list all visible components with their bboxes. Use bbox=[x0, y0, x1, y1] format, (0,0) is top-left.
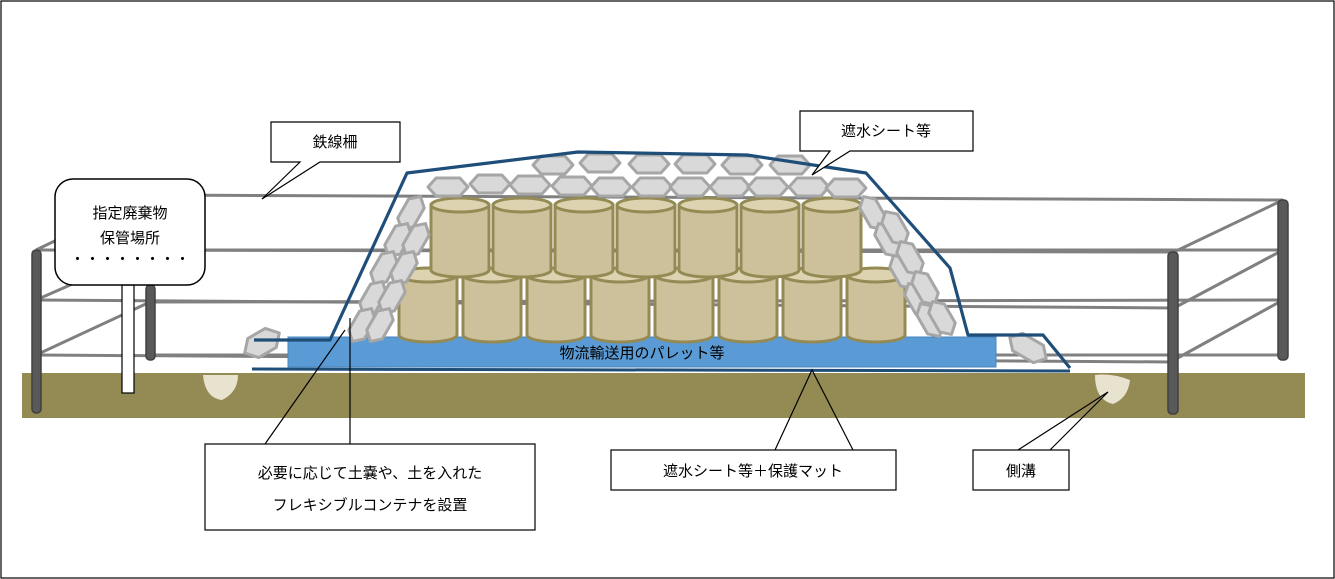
sandbag bbox=[578, 152, 622, 174]
sandbag bbox=[531, 154, 575, 176]
drum bbox=[589, 266, 651, 344]
callout-fence: 鉄線柵 bbox=[261, 121, 401, 200]
sign-text-line2: 保管場所 bbox=[100, 229, 160, 247]
drum bbox=[653, 266, 715, 344]
base-sheet-line bbox=[251, 367, 1071, 373]
callout-ditch-text: 側溝 bbox=[1006, 462, 1036, 480]
drum bbox=[461, 266, 523, 344]
callout-waterproof-text: 遮水シート等 bbox=[841, 122, 931, 140]
callout-waterproof-sheet: 遮水シート等 bbox=[799, 110, 974, 176]
sandbag bbox=[1008, 331, 1048, 365]
callout-sandbags-text1: 必要に応じて土嚢や、土を入れた bbox=[258, 464, 483, 482]
drum-stack bbox=[397, 196, 907, 344]
sandbag bbox=[401, 222, 431, 258]
sandbag bbox=[508, 174, 552, 196]
drum bbox=[677, 196, 739, 279]
sandbag bbox=[787, 176, 831, 198]
sandbag bbox=[243, 326, 281, 360]
drum bbox=[717, 266, 779, 344]
callout-fence-text: 鉄線柵 bbox=[312, 133, 357, 151]
callout-sandbags-text2: フレキシブルコンテナを設置 bbox=[273, 496, 468, 514]
sign-text-line3: ・・・・・・・・ bbox=[70, 250, 190, 268]
fence-posts bbox=[31, 199, 1289, 415]
ditch-left bbox=[203, 375, 238, 400]
callout-base-sheet-text: 遮水シート等＋保護マット bbox=[663, 462, 843, 480]
waterproof-cover bbox=[254, 150, 1072, 370]
sandbag bbox=[550, 175, 594, 197]
callout-sandbags: 必要に応じて土嚢や、土を入れた フレキシブルコンテナを設置 bbox=[204, 318, 536, 531]
sandbag bbox=[927, 300, 957, 336]
drum bbox=[491, 196, 553, 279]
drum bbox=[739, 196, 801, 279]
pallet-label: 物流輸送用のパレット等 bbox=[559, 344, 724, 362]
sign-post bbox=[121, 284, 135, 394]
sandbag bbox=[468, 173, 512, 195]
sandbag bbox=[426, 176, 470, 198]
sandbag bbox=[708, 176, 752, 198]
sign-text-line1: 指定廃棄物 bbox=[92, 204, 167, 222]
drum bbox=[781, 266, 843, 344]
sandbag bbox=[720, 154, 764, 176]
sandbag bbox=[627, 153, 671, 175]
drum bbox=[429, 196, 491, 279]
sandbag bbox=[746, 176, 790, 198]
drum bbox=[801, 196, 863, 279]
sandbag bbox=[668, 176, 712, 198]
sign-board bbox=[54, 178, 206, 286]
sandbag bbox=[589, 176, 633, 198]
callout-base-sheet: 遮水シート等＋保護マット bbox=[610, 368, 897, 491]
sandbag bbox=[630, 176, 674, 198]
sandbag bbox=[347, 307, 377, 343]
callout-ditch: 側溝 bbox=[972, 391, 1109, 491]
sandbag bbox=[369, 250, 399, 286]
drum bbox=[615, 196, 677, 279]
sandbag bbox=[673, 153, 717, 175]
drum bbox=[553, 196, 615, 279]
sandbag bbox=[389, 250, 419, 286]
sandbag bbox=[365, 307, 395, 343]
sandbag bbox=[824, 177, 868, 199]
sandbag bbox=[358, 280, 388, 316]
drum bbox=[525, 266, 587, 344]
sandbag bbox=[377, 279, 407, 315]
